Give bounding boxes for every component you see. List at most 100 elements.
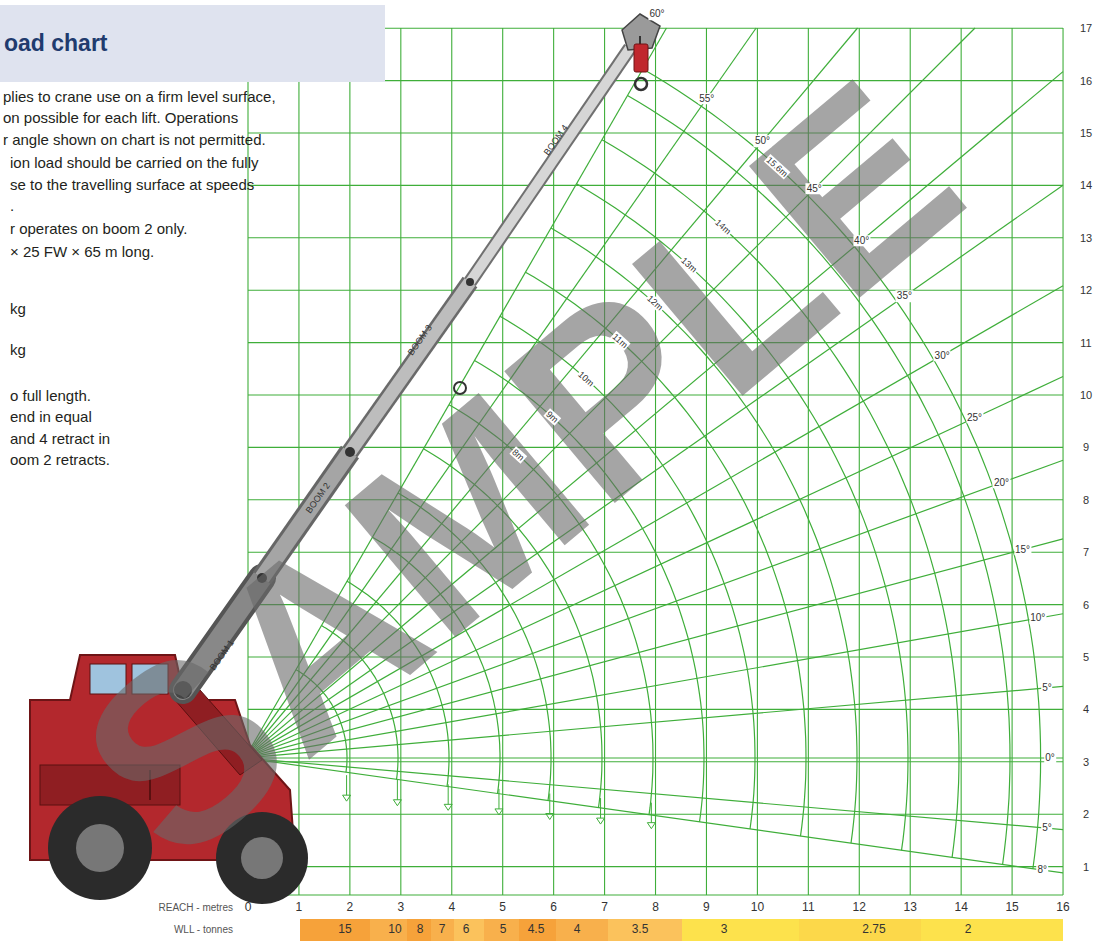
angle-label: 35° — [896, 291, 913, 303]
reach-tick: 9 — [703, 901, 710, 915]
angle-label: 25° — [966, 412, 983, 424]
reach-tick: 13 — [904, 901, 917, 915]
note-text: kg — [10, 300, 26, 317]
load-marker — [597, 818, 605, 824]
angle-label: 5° — [1041, 682, 1053, 694]
height-tick: 2 — [1083, 808, 1089, 821]
grid-line — [1062, 28, 1063, 895]
height-tick: 7 — [1083, 546, 1089, 559]
note-text: and 4 retract in — [10, 430, 110, 447]
wll-cell — [682, 919, 799, 941]
height-tick: 15 — [1080, 127, 1092, 140]
note-text: × 25 FW × 65 m long. — [10, 243, 154, 260]
grid-line — [1012, 28, 1013, 895]
reach-tick: 4 — [448, 901, 455, 915]
angle-label: 45° — [806, 183, 823, 195]
wll-value: 6 — [463, 923, 470, 937]
reach-tick: 7 — [601, 901, 608, 915]
reach-tick: 14 — [954, 901, 967, 915]
angle-label: 15° — [1014, 544, 1031, 556]
reach-tick: 6 — [550, 901, 557, 915]
angle-label: 8° — [1036, 864, 1048, 876]
grid-line — [248, 132, 1063, 133]
wll-cell — [484, 919, 519, 941]
wll-value: 4.5 — [528, 923, 545, 937]
load-marker — [549, 794, 550, 814]
height-tick: 6 — [1083, 598, 1089, 611]
load-marker — [546, 814, 554, 820]
axis-title: WLL - tonnes — [174, 924, 233, 936]
wll-value: 2 — [965, 923, 972, 937]
wll-cell — [921, 919, 1063, 941]
height-tick: 10 — [1080, 389, 1092, 402]
height-tick: 9 — [1083, 441, 1089, 454]
note-text: r operates on boom 2 only. — [10, 220, 187, 237]
reach-tick: 15 — [1005, 901, 1018, 915]
grid-line — [248, 866, 1063, 867]
height-tick: 5 — [1083, 651, 1089, 664]
note-text: r angle shown on chart is not permitted. — [3, 131, 266, 148]
note-text: se to the travelling surface at speeds — [10, 176, 254, 193]
height-tick: 3 — [1083, 755, 1089, 768]
angle-label: 10° — [1029, 612, 1046, 624]
angle-label: 5° — [1041, 822, 1053, 834]
load-marker — [600, 798, 601, 818]
height-tick: 12 — [1080, 284, 1092, 297]
reach-tick: 5 — [499, 901, 506, 915]
wll-value: 7 — [439, 923, 446, 937]
height-tick: 16 — [1080, 74, 1092, 87]
note-text: ion load should be carried on the fully — [10, 154, 259, 171]
angle-label: 0° — [1044, 752, 1056, 764]
wll-cell — [407, 919, 431, 941]
reach-tick: 11 — [802, 901, 814, 915]
wll-cell — [454, 919, 484, 941]
grid-line — [248, 894, 1063, 895]
height-tick: 17 — [1080, 22, 1092, 35]
load-marker — [495, 809, 503, 815]
reach-tick: 8 — [652, 901, 659, 915]
title-band: oad chart — [0, 5, 385, 82]
reach-tick: 12 — [853, 901, 866, 915]
height-tick: 1 — [1083, 860, 1089, 873]
wll-value: 10 — [388, 923, 401, 937]
note-text: on possible for each lift. Operations — [3, 109, 238, 126]
wll-cell — [300, 919, 370, 941]
reach-tick: 0 — [245, 901, 252, 915]
wll-cell — [608, 919, 682, 941]
reach-tick: 3 — [397, 901, 404, 915]
note-text: kg — [10, 341, 26, 358]
load-marker — [444, 804, 452, 810]
grid-line — [248, 814, 1063, 815]
height-tick: 8 — [1083, 493, 1089, 506]
wll-cell — [431, 919, 454, 941]
reach-tick: 16 — [1056, 901, 1069, 915]
reach-tick: 2 — [347, 901, 354, 915]
height-tick: 14 — [1080, 179, 1092, 192]
wll-cell — [370, 919, 407, 941]
wll-value: 15 — [338, 923, 351, 937]
angle-label: 20° — [993, 477, 1010, 489]
wll-bar — [300, 919, 1063, 941]
load-marker — [651, 803, 652, 823]
wll-value: 8 — [417, 923, 424, 937]
wll-value: 3.5 — [632, 923, 649, 937]
wll-cell — [799, 919, 921, 941]
wll-value: 5 — [500, 923, 507, 937]
height-tick: 4 — [1083, 703, 1089, 716]
reach-tick: 1 — [296, 901, 303, 915]
note-text: plies to crane use on a firm level surfa… — [3, 88, 276, 105]
note-text: . — [10, 197, 14, 214]
height-tick: 11 — [1080, 336, 1091, 349]
load-marker — [393, 800, 401, 806]
load-marker — [647, 823, 655, 829]
wll-value: 2.75 — [862, 923, 885, 937]
axis-title: REACH - metres — [159, 902, 233, 914]
height-tick: 13 — [1080, 231, 1092, 244]
angle-label: 50° — [754, 136, 771, 148]
note-text: end in equal — [10, 408, 92, 425]
angle-label: 30° — [934, 350, 951, 362]
angle-label: 40° — [853, 235, 870, 247]
load-marker — [498, 789, 499, 809]
wll-value: 3 — [721, 923, 728, 937]
wll-value: 4 — [574, 923, 581, 937]
